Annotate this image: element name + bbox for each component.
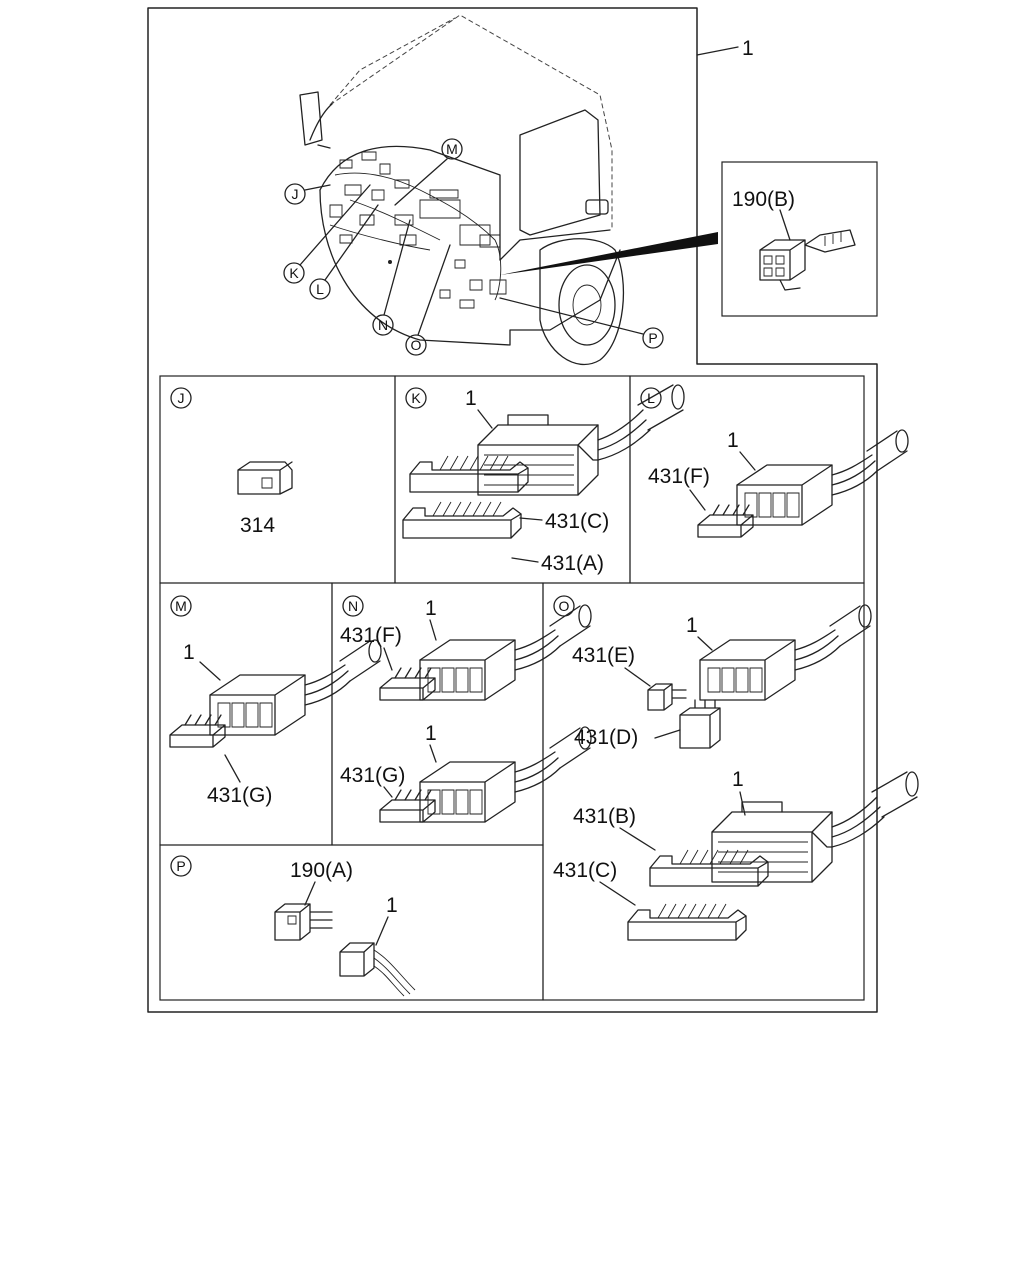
svg-text:K: K [289, 265, 299, 281]
svg-text:M: M [175, 598, 187, 614]
svg-text:1: 1 [727, 429, 739, 452]
svg-text:190(B): 190(B) [732, 188, 795, 211]
svg-text:1: 1 [386, 894, 398, 917]
svg-text:1: 1 [183, 641, 195, 664]
svg-text:1: 1 [425, 597, 437, 620]
svg-text:J: J [178, 390, 185, 406]
svg-text:P: P [176, 858, 185, 874]
svg-text:431(A): 431(A) [541, 552, 604, 575]
panel-l: L 1 431(F) [640, 387, 909, 538]
svg-text:N: N [378, 317, 388, 333]
svg-text:1: 1 [686, 614, 698, 637]
svg-text:314: 314 [240, 514, 275, 537]
svg-text:L: L [316, 281, 324, 297]
panel-p: P 190(A) 1 [170, 855, 416, 997]
svg-text:L: L [647, 390, 655, 406]
svg-text:431(E): 431(E) [572, 644, 635, 667]
svg-text:431(F): 431(F) [340, 624, 402, 647]
svg-text:431(B): 431(B) [573, 805, 636, 828]
detail-grid [159, 375, 865, 1001]
svg-text:O: O [411, 337, 422, 353]
panel-j: J 314 [170, 387, 293, 537]
truck-cab-illustration [299, 14, 624, 366]
svg-text:431(C): 431(C) [545, 510, 609, 533]
svg-text:1: 1 [425, 722, 437, 745]
svg-text:1: 1 [465, 387, 477, 410]
svg-text:431(C): 431(C) [553, 859, 617, 882]
overview-callouts: J K L M N O P [283, 138, 718, 356]
svg-text:N: N [348, 598, 358, 614]
svg-text:M: M [446, 141, 458, 157]
svg-text:190(A): 190(A) [290, 859, 353, 882]
svg-text:431(D): 431(D) [574, 726, 638, 749]
panel-k: K 1 431(C) 431(A) [402, 384, 685, 575]
svg-text:431(F): 431(F) [648, 465, 710, 488]
svg-text:1: 1 [732, 768, 744, 791]
svg-text:431(G): 431(G) [207, 784, 272, 807]
svg-text:P: P [648, 330, 657, 346]
panel-n: N 431(F) 1 1 431(G) [340, 595, 592, 823]
panel-m: M 1 431(G) [169, 595, 382, 807]
svg-text:431(G): 431(G) [340, 764, 405, 787]
svg-text:K: K [411, 390, 421, 406]
panel-o: O 1 431(E) 431(D) 1 431(B) 431(C) [553, 595, 919, 941]
svg-text:J: J [292, 186, 299, 202]
svg-text:O: O [559, 598, 570, 614]
inset-190b: 190(B) [721, 161, 878, 317]
overview-frame [147, 7, 878, 1013]
ref-1-label: 1 [742, 37, 754, 60]
